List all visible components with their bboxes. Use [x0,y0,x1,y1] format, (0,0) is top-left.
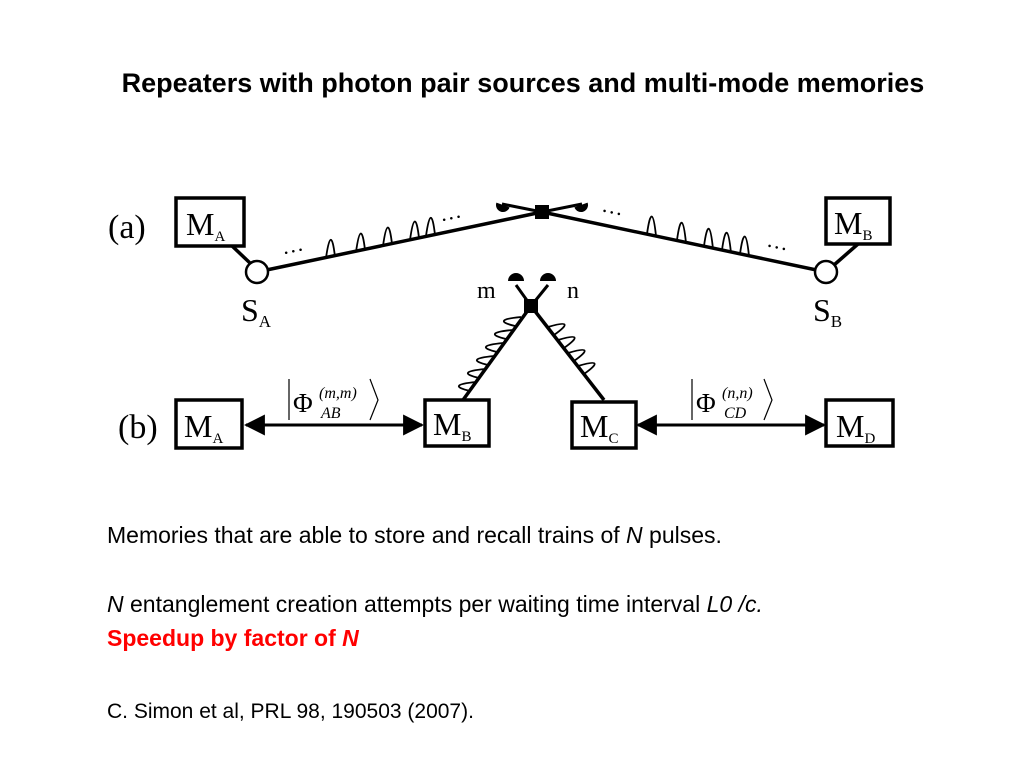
speedup-statement: Speedup by factor of N [107,625,359,651]
memory-mc-b: MC [570,400,638,450]
detector-n-icon [540,273,556,281]
svg-text:Φ: Φ [293,388,313,418]
svg-text:MB: MB [433,406,471,445]
ellipsis-a2: ··· [438,203,465,232]
citation: C. Simon et al, PRL 98, 190503 (2007). [107,700,474,723]
source-sb-label: SB [813,292,842,331]
svg-text:MA: MA [184,408,223,447]
svg-text:MC: MC [580,408,618,447]
memory-mb-a: MB [824,196,892,246]
source-sa [244,259,270,285]
ellipsis-a1: ··· [280,236,307,265]
pulse-train-left-a [325,216,436,259]
memory-ma-a: MA [174,196,246,248]
detector-left-a-icon [496,202,510,212]
pulse-train-right-b [547,323,596,375]
svg-text:AB: AB [320,405,341,422]
svg-text:Φ: Φ [696,388,716,418]
panel-b-label: (b) [118,409,158,446]
pulse-train-right-a [646,215,750,257]
fiber-mc-station [529,304,606,402]
fiber-right-a [541,210,827,274]
central-station-a [501,202,583,219]
svg-text:(m,m): (m,m) [319,385,357,402]
svg-text:MB: MB [834,205,872,244]
fiber-left-a [256,210,543,274]
svg-text:CD: CD [724,405,747,422]
svg-text:MA: MA [186,206,225,245]
source-sb [813,259,839,285]
slide-title: Repeaters with photon pair sources and m… [121,68,925,98]
state-label-cd: Φ (n,n) CD [691,378,773,422]
svg-text:MD: MD [836,408,875,447]
detector-right-a-icon [574,202,588,212]
memory-ma-b: MA [174,398,244,450]
description-line-1: Memories that are able to store and reca… [107,522,722,548]
fiber-mb-station [461,304,533,402]
svg-text:(n,n): (n,n) [722,385,753,402]
state-label-ab: Φ (m,m) AB [288,378,379,422]
memory-mb-b: MB [423,398,491,448]
memory-md-b: MD [824,398,895,448]
ellipsis-a3: ··· [598,198,625,227]
central-station-b [514,284,550,313]
link-mb-sb [832,242,860,267]
description-line-2: N entanglement creation attempts per wai… [107,591,763,617]
detector-n-label: n [567,278,579,304]
detector-m-icon [508,273,524,281]
pulse-train-left-b [458,316,522,392]
ellipsis-a4: ··· [763,233,790,262]
detector-m-label: m [477,278,496,304]
source-sa-label: SA [241,292,272,331]
panel-a-label: (a) [108,209,146,246]
